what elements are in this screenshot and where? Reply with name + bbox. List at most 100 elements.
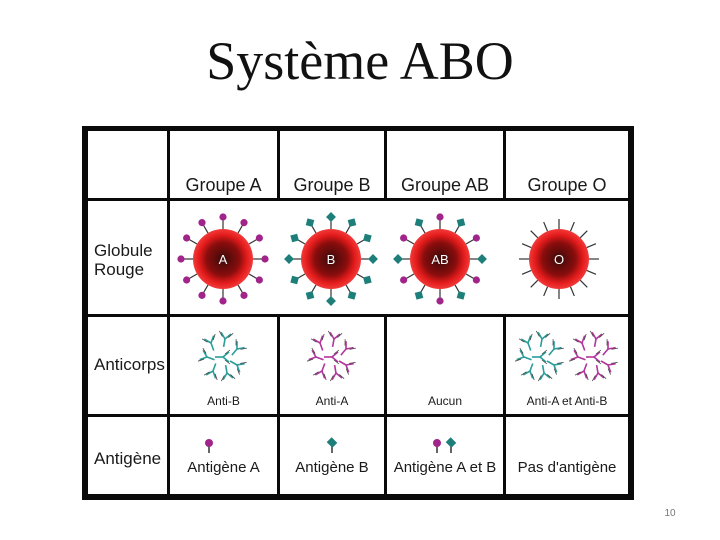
antibody-y-shape [220,364,236,382]
antibody-y-shape [532,349,548,365]
antigen-b-marker [347,291,357,300]
antibody-y-shape [338,360,356,375]
antigen-a-marker [255,276,263,284]
antibody-y-shape [548,339,564,356]
antigen-stalk [521,269,532,275]
cell-letter: B [327,252,336,267]
antigen-b-marker [290,275,299,285]
antibody-y-shape [324,349,340,365]
antibody-label: Anti-A et Anti-B [526,394,608,408]
cell-body [410,229,470,289]
antibody-y-shape [546,360,564,375]
antibody-y-shape [329,364,345,382]
antigen-stalk [530,279,539,288]
antigen-stalk [530,230,539,239]
antibody-y-shape [327,330,343,348]
antibody-cell-a: Anti-B [170,317,277,414]
row-label-cell: Anticorps [88,317,167,414]
antigen-stalk [543,221,549,232]
antigen-a-marker [219,213,227,221]
antigen-label: Antigène A et B [393,459,497,476]
cell-letter: AB [431,252,448,267]
antigen-a-marker [261,255,269,263]
antigen-a-marker [472,234,480,242]
row-label-antigene: Antigène [94,449,162,468]
antigen-cell-ab: Antigène A et B [387,417,503,494]
antigen-a-marker [436,213,444,221]
antibody-y-shape [514,347,532,362]
antigen-a-marker [400,276,408,284]
antigen-b-marker [456,291,466,300]
red-blood-cell-ab: AB [393,213,487,305]
antibody-y-shape [197,347,215,362]
antibody-y-shape [310,333,325,351]
antibody-cluster [568,330,618,382]
antibody-label: Aucun [427,394,463,408]
antigen-stalk [569,221,575,232]
anti-a-antibodies [306,330,356,382]
antibody-y-shape [589,330,605,348]
antigen-stalk [569,286,575,297]
row-label-cell: Antigène [88,417,167,494]
antigen-stalk [579,230,588,239]
antibody-y-shape [203,363,218,381]
header-groupe-b: Groupe B [280,131,384,198]
antibody-cluster [306,330,356,382]
antibody-label: Anti-B [207,394,240,408]
antigen-a-marker [436,297,444,305]
antibody-y-shape [574,363,589,381]
page-number: 10 [664,508,676,519]
anti-a-and-anti-b-antibodies [514,330,618,382]
antigen-label: Antigène B [295,459,369,476]
antigen-b-marker [363,233,372,243]
antigen-b-marker [393,254,403,264]
antibody-y-shape [218,330,234,348]
antigen-stalk [586,269,597,275]
antigen-b-marker [305,218,315,227]
cell-letter: O [554,252,564,267]
cell-body [193,229,253,289]
antibody-y-shape [306,347,324,362]
antigen-b-marker [414,218,424,227]
header-label: Groupe AB [400,175,490,195]
antibody-cell-ab: Aucun [387,317,503,414]
antibody-y-shape [518,333,533,351]
antigen-b-marker [347,218,357,227]
antigen-label: Pas d'antigène [517,459,617,476]
antibody-y-shape [520,363,535,381]
abo-table: Groupe A Groupe B Groupe AB Groupe O Glo… [82,126,634,500]
antibody-y-shape [600,360,618,375]
antibody-y-shape [215,349,231,365]
antibody-y-shape [572,333,587,351]
antigen-b-marker [284,254,294,264]
antigen-a-marker [177,255,185,263]
antigen-a-marker [198,291,206,299]
header-groupe-a: Groupe A [170,131,277,198]
antigen-a-marker [183,234,191,242]
antibody-cell-o: Anti-A et Anti-B [506,317,628,414]
antibody-y-shape [231,339,247,356]
antibody-y-shape [591,364,607,382]
antibody-y-shape [201,333,216,351]
antibody-y-shape [312,363,327,381]
antigen-b-marker [305,291,315,300]
antigen-a-marker [472,276,480,284]
antigen-a-marker [255,234,263,242]
red-blood-cell-o: O [519,219,599,299]
antibody-y-shape [229,360,247,375]
cell-letter: A [219,252,228,267]
antigen-b-marker [477,254,487,264]
antibody-cluster [197,330,247,382]
antigen-a-marker [183,276,191,284]
antigen-cell-b: Antigène B [280,417,384,494]
antigen-stalk [579,279,588,288]
antigen-b-marker [368,254,378,264]
row-label-cell: Globule Rouge [88,201,167,314]
row-label-globule-rouge: Globule Rouge [94,241,153,279]
antigen-cell-o: Pas d'antigène [506,417,628,494]
antigen-b-marker [290,233,299,243]
header-label: Groupe B [293,175,371,195]
header-groupe-o: Groupe O [506,131,628,198]
corner-cell [88,131,167,198]
